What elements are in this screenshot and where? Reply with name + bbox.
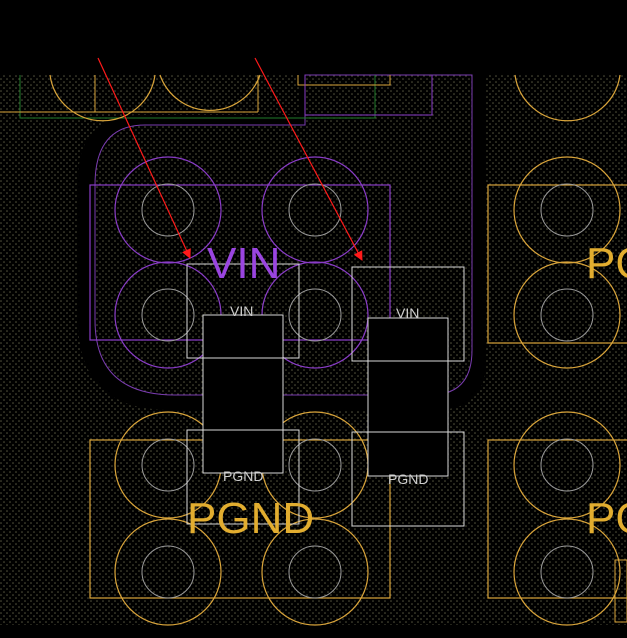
vin-net-outline-top xyxy=(304,75,433,116)
pgnd-via-r1 xyxy=(513,156,621,264)
pgnd-via-b3 xyxy=(114,518,222,626)
annotation-arrow-1 xyxy=(97,57,191,259)
pgnd-via-r3 xyxy=(513,411,621,519)
annotation-arrow-2 xyxy=(254,57,363,261)
pgnd-via-b4 xyxy=(261,518,369,626)
vin-island-outline xyxy=(94,74,473,396)
top-black-band xyxy=(0,0,627,75)
pgnd-via-r2 xyxy=(513,261,621,369)
component-courtyard-top xyxy=(19,75,376,119)
vin-via-1 xyxy=(114,156,222,264)
top-partial-vias xyxy=(49,74,621,122)
pgnd-via-r4 xyxy=(513,518,621,626)
capacitor-body-2[interactable] xyxy=(367,317,449,477)
vin-copper-island[interactable] xyxy=(95,75,472,395)
capacitor-body-1[interactable] xyxy=(202,314,284,474)
cap1-pgnd-pad[interactable] xyxy=(186,429,300,525)
cap1-vin-pad[interactable] xyxy=(186,263,300,359)
cap2-pgnd-pad[interactable] xyxy=(351,431,465,527)
vin-vias[interactable] xyxy=(114,156,369,369)
edge-component-fragment xyxy=(614,559,627,623)
cap2-vin-pad[interactable] xyxy=(351,266,465,362)
silkscreen-outline-top xyxy=(0,75,391,113)
pgnd-vias[interactable] xyxy=(114,156,621,626)
vin-via-2 xyxy=(261,156,369,264)
